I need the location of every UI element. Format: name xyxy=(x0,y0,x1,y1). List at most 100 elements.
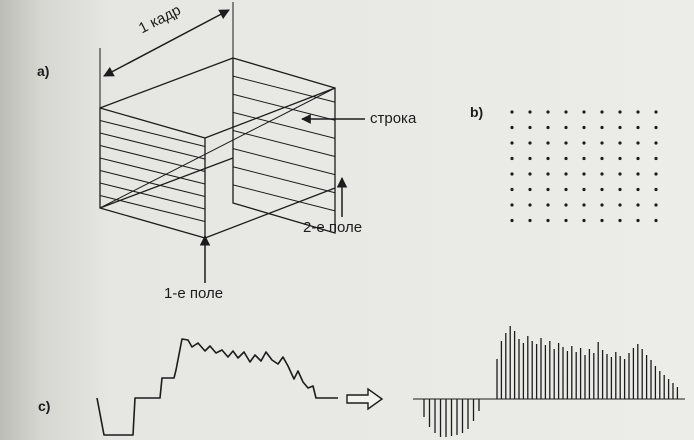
hollow-right-arrow-icon xyxy=(346,387,384,411)
pixel-dot-grid xyxy=(510,110,658,223)
frame-box xyxy=(99,2,336,239)
raster-dot xyxy=(618,110,622,114)
raster-dot xyxy=(600,156,604,161)
raster-dot xyxy=(510,187,514,192)
raster-dot xyxy=(564,156,568,161)
scan-lines xyxy=(99,75,336,222)
raster-dot xyxy=(564,110,568,114)
raster-dot xyxy=(510,156,514,161)
raster-dot xyxy=(582,156,586,161)
raster-dot xyxy=(654,172,658,176)
raster-dot xyxy=(600,203,604,207)
raster-dot xyxy=(636,110,640,114)
raster-dot xyxy=(528,203,532,207)
diagonal-line xyxy=(99,87,336,209)
raster-dot xyxy=(582,141,586,145)
raster-dot xyxy=(510,172,514,176)
analog-signal-waveform xyxy=(96,338,338,436)
raster-dot xyxy=(564,203,568,207)
raster-dot xyxy=(546,156,550,161)
front-field-panel xyxy=(99,107,206,239)
line-label: строка xyxy=(370,110,417,127)
raster-dot xyxy=(582,218,586,223)
raster-dot xyxy=(564,218,568,223)
raster-dot xyxy=(564,141,568,145)
raster-dot xyxy=(546,141,550,145)
back-scan-line xyxy=(232,184,336,212)
raster-dot xyxy=(510,203,514,207)
raster-dot xyxy=(654,203,658,207)
bottom-left-edge xyxy=(99,157,234,209)
raster-dot xyxy=(600,172,604,176)
sampled-signal-bars xyxy=(423,326,679,437)
raster-dot xyxy=(546,125,550,130)
raster-dot xyxy=(528,156,532,161)
raster-dot xyxy=(510,141,514,145)
raster-dot xyxy=(618,187,622,192)
raster-dot xyxy=(618,141,622,145)
back-field-panel xyxy=(232,57,336,234)
raster-dot xyxy=(654,218,658,223)
raster-dot xyxy=(618,172,622,176)
back-scan-line xyxy=(232,148,336,176)
raster-dot xyxy=(528,110,532,114)
raster-dot xyxy=(528,141,532,145)
frame-dimension-arrow xyxy=(103,9,230,77)
raster-dot xyxy=(510,218,514,223)
back-scan-line xyxy=(232,111,336,139)
raster-dot xyxy=(618,203,622,207)
raster-dot xyxy=(618,218,622,223)
raster-dot xyxy=(618,125,622,130)
top-right-edge xyxy=(204,87,336,139)
raster-dot xyxy=(636,172,640,176)
raster-dot xyxy=(600,110,604,114)
front-scan-line xyxy=(99,195,206,222)
raster-dot xyxy=(510,125,514,130)
raster-dot xyxy=(528,218,532,223)
raster-dot xyxy=(546,110,550,114)
front-scan-line xyxy=(99,170,206,197)
bottom-right-edge xyxy=(204,187,336,239)
raster-dot xyxy=(528,187,532,192)
raster-dot xyxy=(564,125,568,130)
raster-dot xyxy=(546,187,550,192)
field2-label: 2-е поле xyxy=(303,219,363,236)
raster-dot xyxy=(600,125,604,130)
raster-dot xyxy=(600,141,604,145)
raster-dot xyxy=(564,187,568,192)
raster-dot xyxy=(528,125,532,130)
raster-dot xyxy=(582,203,586,207)
raster-dot xyxy=(636,203,640,207)
field1-label: 1-е поле xyxy=(164,285,224,302)
raster-dot xyxy=(600,187,604,192)
raster-dot xyxy=(582,172,586,176)
front-scan-line xyxy=(99,120,206,147)
raster-dot xyxy=(618,156,622,161)
panel-label-a: a) xyxy=(37,63,50,79)
raster-dot xyxy=(636,187,640,192)
raster-dot xyxy=(654,125,658,130)
raster-dot xyxy=(636,141,640,145)
raster-dot xyxy=(528,172,532,176)
front-scan-line xyxy=(99,132,206,160)
raster-dot xyxy=(546,218,550,223)
raster-dot xyxy=(510,110,514,114)
top-left-edge xyxy=(99,57,234,109)
back-scan-line xyxy=(232,75,336,103)
panel-label-c: c) xyxy=(38,398,51,414)
raster-dot xyxy=(582,125,586,130)
raster-dot xyxy=(582,110,586,114)
back-scan-line xyxy=(232,166,336,194)
back-scan-line xyxy=(232,93,336,121)
raster-dot xyxy=(564,172,568,176)
raster-dot xyxy=(636,218,640,223)
raster-dot xyxy=(600,218,604,223)
front-scan-line xyxy=(99,182,206,210)
raster-dot xyxy=(636,125,640,130)
back-scan-line xyxy=(232,130,336,157)
front-scan-line xyxy=(99,145,206,172)
panel-label-b: b) xyxy=(470,104,484,120)
raster-dot xyxy=(654,110,658,114)
